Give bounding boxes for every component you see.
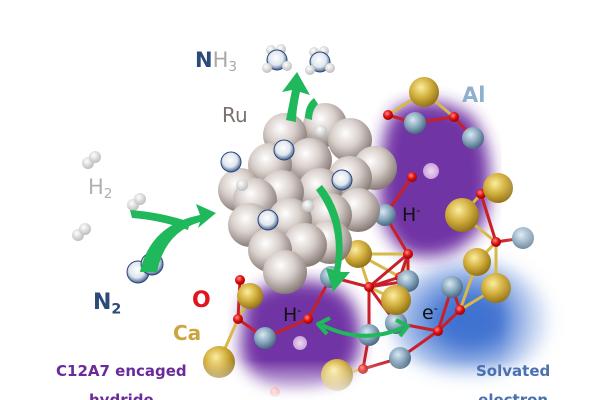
adsorbed-hydrogen-atom (302, 200, 314, 212)
adsorbed-nitrogen-atom (257, 209, 279, 231)
hydride-ion-lower (293, 336, 307, 350)
oxygen-atom (233, 314, 243, 324)
nh3-subscript: 3 (228, 59, 238, 76)
calcium-label: Ca (173, 321, 202, 345)
oxygen-atom (407, 172, 417, 182)
bond (436, 308, 462, 333)
aluminum-atom (404, 112, 426, 134)
ru-label: Ru (222, 103, 248, 127)
h2-h: H (88, 175, 104, 199)
c12a7-caption: C12A7 encaged hydride (56, 357, 187, 400)
ruthenium-atom (328, 118, 372, 162)
solvated-caption: Solvated electron (476, 357, 550, 400)
nh3-nitrogen-atom (266, 49, 288, 71)
aluminum-atom (462, 127, 484, 149)
electron-label: e- (422, 301, 438, 324)
oxygen-atom (364, 282, 374, 292)
adsorption-arrow (140, 204, 216, 272)
hydride-ion-upper (423, 163, 439, 179)
solvated-line2: electron (478, 391, 549, 400)
nh3-label: NH3 (195, 50, 237, 75)
oxygen-atom (303, 314, 313, 324)
h2-molecule-atom (134, 193, 146, 205)
right-fade (500, 60, 600, 400)
h2-label: H2 (88, 177, 112, 202)
electron-exchange-arrow (316, 316, 410, 338)
exchange-arrow-curve (321, 323, 403, 338)
nh3-hydrogen-atom (262, 63, 272, 73)
adsorbed-nitrogen-atom (220, 151, 242, 173)
bottom-fade (200, 360, 600, 400)
calcium-atom (409, 77, 439, 107)
nh3-hydrogen-atom (305, 65, 315, 75)
oxygen-atom (491, 237, 501, 247)
oxygen-atom (433, 326, 443, 336)
nh3-hydrogen-atom (282, 61, 292, 71)
exchange-arrow-head-left (316, 316, 331, 336)
hydrogen-spillover-arrow (316, 185, 350, 292)
oxygen-atom (383, 110, 393, 120)
c12a7-line1: C12A7 encaged (56, 362, 187, 380)
nh3-n: N (195, 48, 213, 72)
h2-molecule-atom (89, 151, 101, 163)
oxygen-label: O (192, 288, 211, 313)
desorption-arrow (282, 72, 310, 122)
hydride-sup-upper: - (416, 203, 421, 217)
fade-left-arrow-tail (130, 210, 190, 230)
hydride-label-upper: H- (402, 203, 421, 226)
ruthenium-atom (263, 250, 307, 294)
h2-subscript: 2 (103, 186, 113, 203)
bond (368, 275, 401, 289)
bond (479, 193, 498, 243)
n2-label: N2 (93, 292, 121, 317)
hydride-h-upper: H (402, 203, 417, 226)
exchange-arrow-head-right (395, 318, 410, 338)
c12a7-line2: hydride (89, 391, 154, 400)
adsorbed-nitrogen-atom (273, 139, 295, 161)
calcium-atom (381, 285, 411, 315)
al-label: Al (462, 83, 486, 107)
electron-e: e (422, 301, 434, 324)
hydride-sup-lower: - (297, 303, 302, 317)
n2-n: N (93, 290, 112, 315)
adsorbed-nitrogen-atom (331, 169, 353, 191)
solvated-line1: Solvated (476, 362, 551, 380)
bond (368, 252, 409, 289)
hydride-label-lower: H- (283, 303, 302, 326)
reaction-arrows (130, 72, 350, 292)
oxygen-atom (449, 112, 459, 122)
oxygen-atom (235, 275, 245, 285)
oxygen-atom (403, 249, 413, 259)
n2-subscript: 2 (111, 301, 122, 318)
hydride-h-lower: H (283, 303, 298, 326)
h2-molecule-atom (79, 223, 91, 235)
aluminum-atom (254, 327, 276, 349)
calcium-atom (237, 283, 263, 309)
nh3-hydrogen-atom (325, 63, 335, 73)
nh3-h: H (212, 48, 229, 72)
calcium-atom (445, 198, 479, 232)
desorption-arrow-branch (305, 98, 318, 120)
aluminum-atom (441, 276, 463, 298)
nh3-nitrogen-atom (309, 51, 331, 73)
adsorbed-hydrogen-atom (315, 125, 327, 137)
adsorbed-hydrogen-atom (236, 179, 248, 191)
electron-sup: - (433, 301, 438, 315)
calcium-atom (463, 248, 491, 276)
oxygen-atom (455, 305, 465, 315)
ru-cluster (218, 103, 397, 294)
